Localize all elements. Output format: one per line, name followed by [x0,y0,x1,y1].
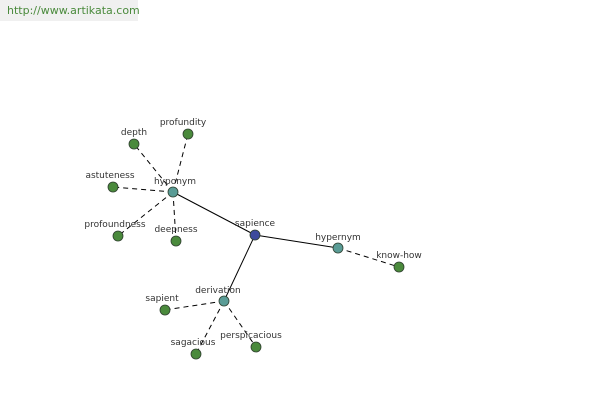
label-hyponym[interactable]: hyponym [154,177,196,187]
node-know-how[interactable] [393,261,405,273]
url-banner: http://www.artikata.com [0,0,140,21]
label-deepness[interactable]: deepness [154,225,197,235]
label-astuteness[interactable]: astuteness [85,171,134,181]
site-url-link[interactable]: http://www.artikata.com [7,4,140,17]
label-derivation[interactable]: derivation [195,286,241,296]
node-sagacious[interactable] [190,348,202,360]
label-profundity[interactable]: profundity [160,118,207,128]
graph-labels: sapience hyponym depth profundity astuteness… [84,118,421,348]
edge-hyponym-deepness [172,191,177,242]
edge-hyponym-profundity [172,133,189,193]
node-deepness[interactable] [170,235,182,247]
graph-edges [112,133,400,355]
node-depth[interactable] [128,138,140,150]
edge-derivation-sapient [164,300,225,311]
edge-hypernym-know-how [337,247,400,268]
edge-derivation-sagacious [195,300,225,355]
label-profoundness[interactable]: profoundness [84,220,145,230]
node-profoundness[interactable] [112,230,124,242]
label-hypernym[interactable]: hypernym [315,233,361,243]
node-hyponym[interactable] [167,186,179,198]
edge-hyponym-profoundness [117,191,174,237]
node-profundity[interactable] [182,128,194,140]
edge-sapience-hypernym [254,234,339,249]
node-perspicacious[interactable] [250,341,262,353]
node-derivation[interactable] [218,295,230,307]
label-know-how[interactable]: know-how [376,251,422,261]
node-sapient[interactable] [159,304,171,316]
node-sapience[interactable] [249,229,261,241]
edge-sapience-hyponym [172,191,256,236]
node-hypernym[interactable] [332,242,344,254]
edge-hyponym-depth [133,143,174,193]
label-sapient[interactable]: sapient [145,294,179,304]
label-sapience[interactable]: sapience [235,219,276,229]
label-sagacious[interactable]: sagacious [171,338,216,348]
graph-nodes [107,128,405,360]
edge-hyponym-astuteness [112,186,174,193]
edge-sapience-derivation [223,234,256,302]
label-perspicacious[interactable]: perspicacious [220,331,282,341]
edge-derivation-perspicacious [223,300,257,348]
label-depth[interactable]: depth [121,128,147,138]
node-astuteness[interactable] [107,181,119,193]
